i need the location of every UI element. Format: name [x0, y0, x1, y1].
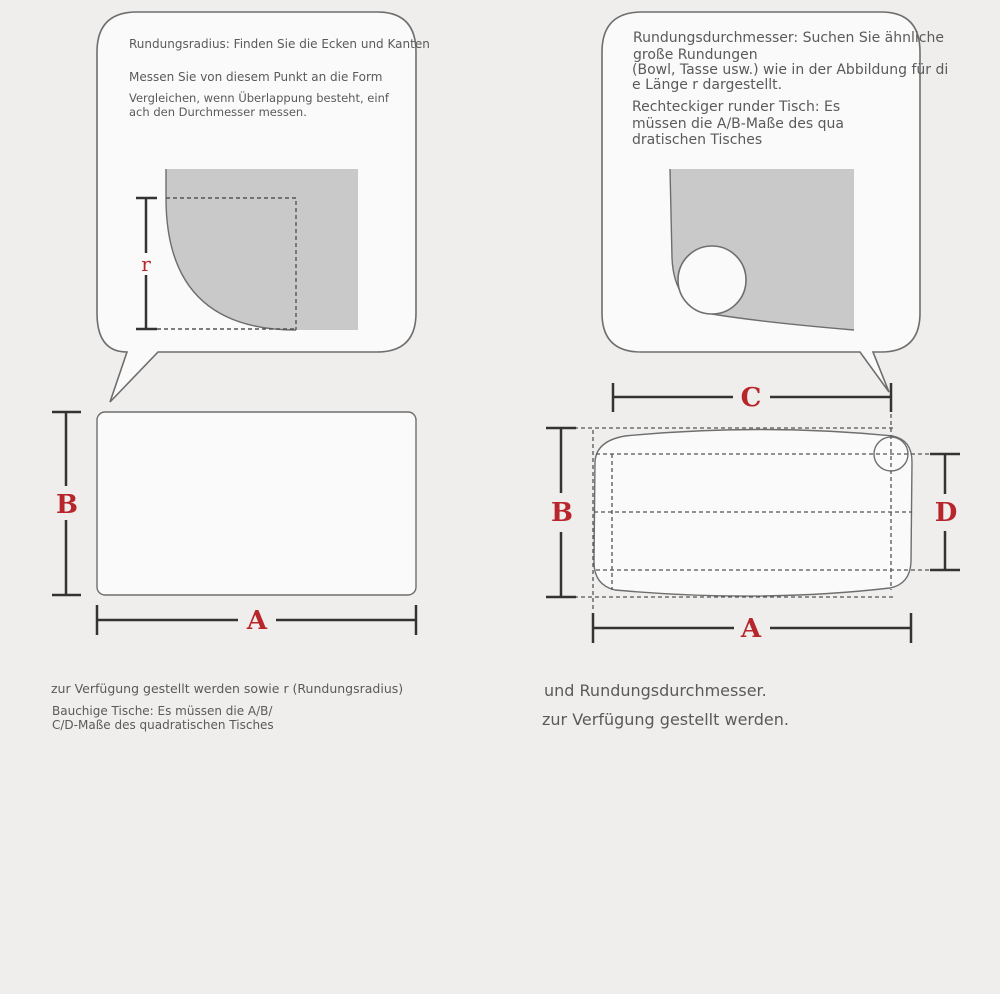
- right-table: [546, 400, 945, 610]
- rounded-corner-edge: [165, 169, 297, 331]
- right-table-outline: [593, 428, 913, 597]
- right-d-dimension: [930, 452, 960, 572]
- right-bubble-text-3: (Bowl, Tasse usw.) wie in der Abbildung …: [632, 62, 949, 78]
- right-a-dimension: [591, 613, 913, 643]
- right-b-label: B: [551, 498, 573, 528]
- radius-illustration: [136, 169, 358, 331]
- left-bubble-text-3: Vergleichen, wenn Überlappung besteht, e…: [129, 91, 389, 105]
- diameter-illustration: [669, 168, 855, 331]
- left-caption-2: Bauchige Tische: Es müssen die A/B/: [52, 704, 273, 718]
- right-bubble-text-4: e Länge r dargestellt.: [632, 77, 783, 93]
- right-bubble-text-2: große Rundungen: [633, 47, 758, 63]
- radius-guide-dashed: [166, 197, 297, 330]
- right-bubble-text-1: Rundungsdurchmesser: Suchen Sie ähnliche: [633, 30, 944, 46]
- left-a-label: A: [246, 606, 268, 636]
- left-bubble-text-1: Rundungsradius: Finden Sie die Ecken und…: [129, 37, 430, 51]
- right-c-dimension: [611, 383, 893, 412]
- right-bubble-text-5: Rechteckiger runder Tisch: Es: [632, 99, 841, 115]
- left-b-label: B: [56, 490, 78, 520]
- bowl-circle: [677, 245, 747, 315]
- radius-label: r: [141, 252, 151, 276]
- right-bubble-text-6: müssen die A/B-Maße des qua: [632, 116, 844, 132]
- left-caption-3: C/D-Maße des quadratischen Tisches: [52, 718, 274, 732]
- left-table-outline: [96, 411, 417, 596]
- right-bubble-text-7: dratischen Tisches: [632, 132, 763, 148]
- right-caption-2: zur Verfügung gestellt werden.: [542, 710, 789, 729]
- corner-diameter-circle: [873, 436, 909, 472]
- right-a-label: A: [740, 614, 762, 644]
- right-c-label: C: [741, 383, 762, 413]
- left-bubble-text-4: ach den Durchmesser messen.: [129, 105, 307, 119]
- left-a-dimension: [95, 605, 418, 635]
- left-b-dimension: [52, 410, 81, 597]
- left-bubble-text-2: Messen Sie von diesem Punkt an die Form: [129, 70, 383, 84]
- left-caption-1: zur Verfügung gestellt werden sowie r (R…: [51, 681, 404, 696]
- right-d-label: D: [935, 498, 958, 528]
- right-caption-1: und Rundungsdurchmesser.: [544, 681, 767, 700]
- rounded-corner-shape: [166, 169, 358, 330]
- right-b-dimension: [546, 426, 576, 599]
